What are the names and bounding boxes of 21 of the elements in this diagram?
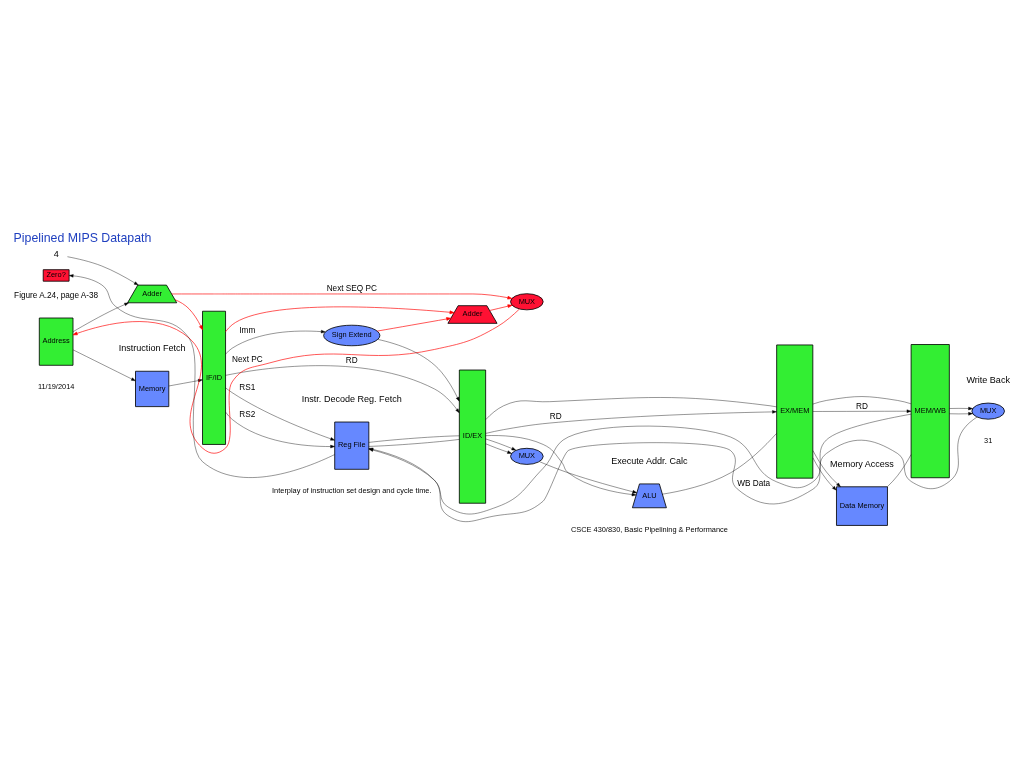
- label: Execute Addr. Calc: [611, 456, 688, 467]
- edge-label: RS2: [239, 409, 256, 419]
- edge-label: RD: [345, 356, 358, 366]
- label: Interplay of instruction set design and cycle time.: [272, 486, 432, 496]
- diagram-title: Pipelined MIPS Datapath: [13, 231, 152, 246]
- edge-label: Imm: [239, 326, 256, 336]
- label: Figure A.24, page A-38: [14, 291, 99, 301]
- edge-label: WB Data: [737, 479, 771, 489]
- label: Instruction Fetch: [118, 343, 186, 354]
- edge-label: RD: [549, 412, 562, 422]
- label: CSCE 430/830, Basic Pipelining & Performance: [570, 524, 728, 534]
- node-text: 4: [53, 249, 59, 260]
- label: 31: [984, 435, 993, 445]
- label: 11/19/2014: [37, 382, 75, 392]
- label: Instr. Decode Reg. Fetch: [301, 394, 402, 405]
- label: Memory Access: [830, 458, 894, 469]
- edge-label: RS1: [239, 383, 256, 393]
- label: Write Back: [966, 375, 1010, 386]
- edge-label: RD: [856, 401, 868, 411]
- edge-label: Next SEQ PC: [326, 284, 377, 294]
- edge-label: Next PC: [232, 355, 263, 365]
